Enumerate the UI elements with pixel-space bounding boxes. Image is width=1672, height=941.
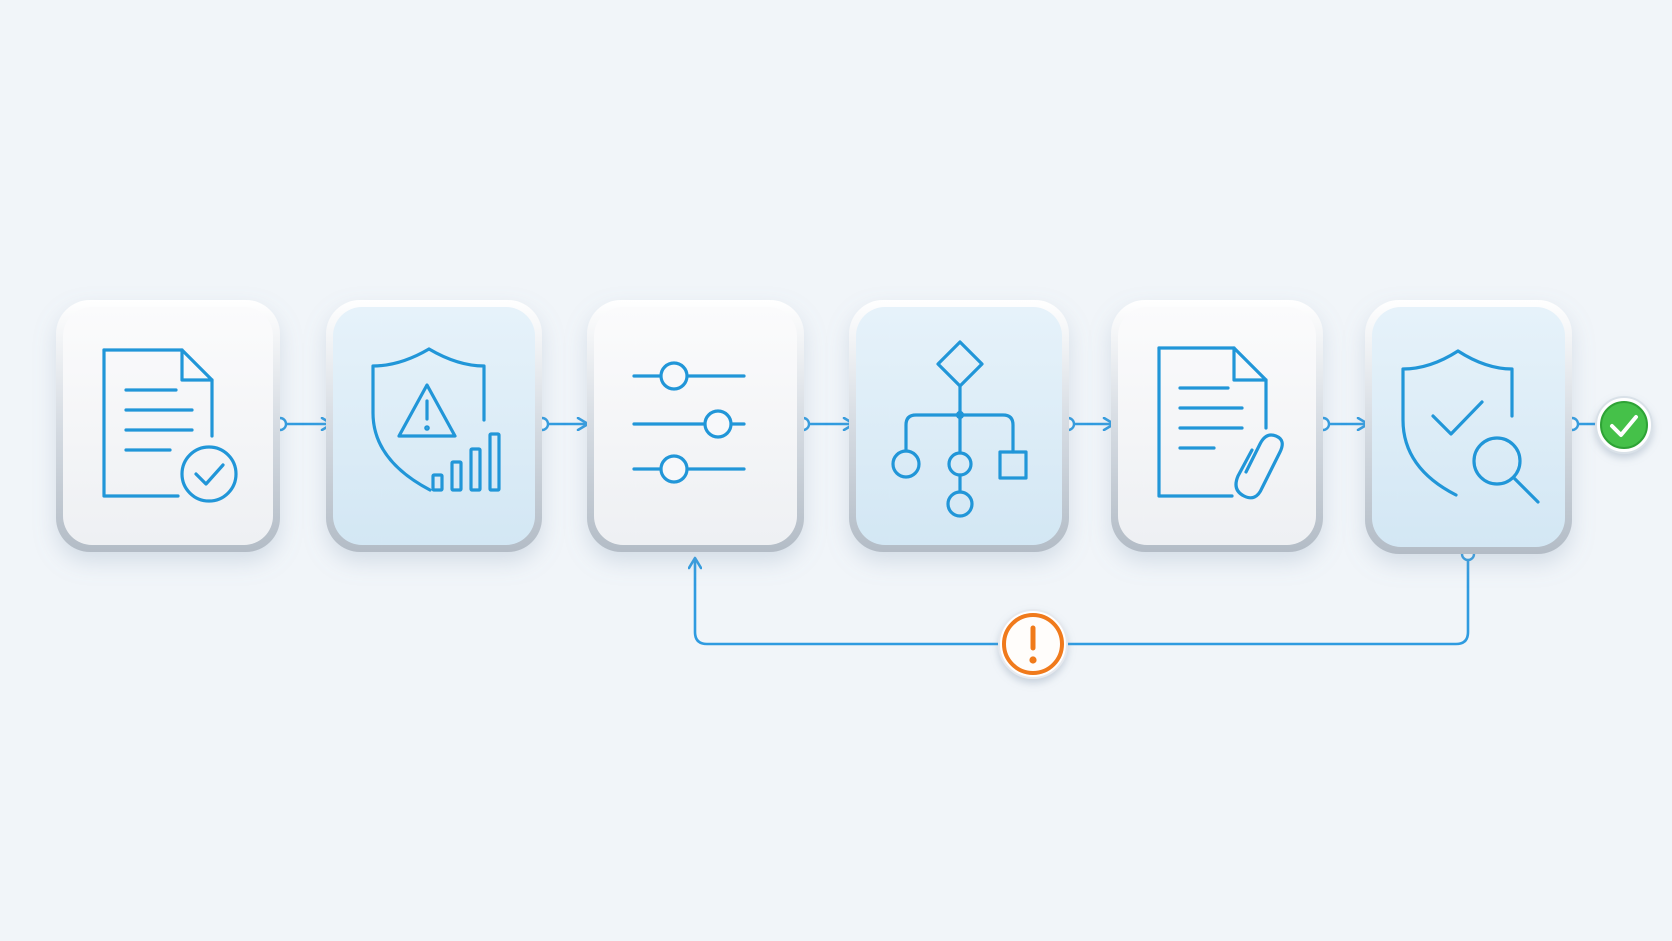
feedback-loop (695, 546, 1476, 646)
document-attachment-icon (1157, 346, 1284, 500)
connector-5-6 (1315, 416, 1367, 432)
document-check-icon (102, 348, 238, 503)
step-5-card[interactable] (1111, 300, 1323, 552)
shield-warning-signal-icon (371, 347, 501, 492)
step-2-card[interactable] (326, 300, 542, 552)
shield-check-search-icon (1401, 349, 1540, 504)
connector-1-2 (272, 416, 331, 432)
exclamation-icon (1029, 625, 1037, 664)
connector-3-4 (795, 416, 853, 432)
step-3-card[interactable] (587, 300, 804, 552)
check-icon (1610, 415, 1638, 437)
connector-4-5 (1060, 416, 1113, 432)
decision-tree-icon (891, 340, 1028, 518)
connector-2-3 (534, 416, 587, 432)
step-1-card[interactable] (56, 300, 280, 552)
step-6-card[interactable] (1365, 300, 1572, 554)
end-success-badge (1595, 396, 1653, 454)
sliders-icon (632, 361, 746, 484)
